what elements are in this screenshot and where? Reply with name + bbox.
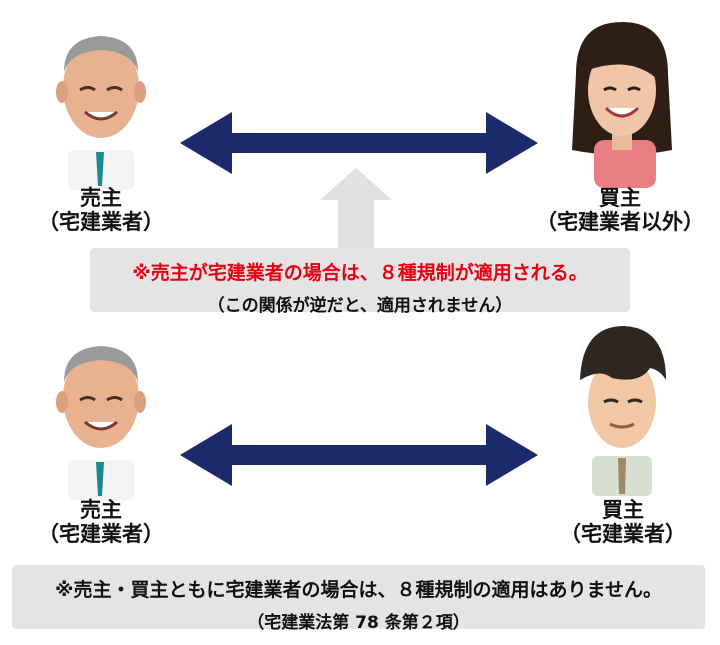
seller-label-top: 売主 （宅建業者） <box>30 186 172 234</box>
buyer-type-top: （宅建業者以外） <box>536 210 704 235</box>
buyer-label-bottom: 買主 （宅建業者） <box>548 498 698 546</box>
buyer-role-bottom: 買主 <box>602 498 644 522</box>
note-sub-top: （この関係が逆だと、適用されません） <box>207 296 513 316</box>
seller-type-top: （宅建業者） <box>38 210 164 235</box>
buyer-label-top: 買主 （宅建業者以外） <box>530 186 710 234</box>
seller-avatar-top <box>56 36 146 190</box>
note-box-bottom: ※売主・買主ともに宅建業者の場合は、８種規制の適用はありません。 （宅建業法第 … <box>12 565 705 633</box>
buyer-type-bottom: （宅建業者） <box>560 522 686 547</box>
up-arrow <box>320 168 392 260</box>
note-main-bottom: ※売主・買主ともに宅建業者の場合は、８種規制の適用はありません。 <box>55 579 662 601</box>
seller-role-top: 売主 <box>80 186 122 210</box>
buyer-avatar-bottom <box>580 326 666 496</box>
top-double-arrow <box>180 112 538 174</box>
buyer-avatar-top <box>572 22 672 188</box>
seller-label-bottom: 売主 （宅建業者） <box>30 498 172 546</box>
buyer-role-top: 買主 <box>599 186 641 210</box>
seller-avatar-bottom <box>56 346 146 500</box>
note-box-top: ※売主が宅建業者の場合は、８種規制が適用される。 （この関係が逆だと、適用されま… <box>90 248 630 316</box>
note-sub-bottom: （宅建業法第 78 条第２項） <box>247 613 470 633</box>
bottom-double-arrow <box>180 424 538 486</box>
note-main-top: ※売主が宅建業者の場合は、８種規制が適用される。 <box>132 262 588 284</box>
seller-role-bottom: 売主 <box>80 498 122 522</box>
seller-type-bottom: （宅建業者） <box>38 522 164 547</box>
